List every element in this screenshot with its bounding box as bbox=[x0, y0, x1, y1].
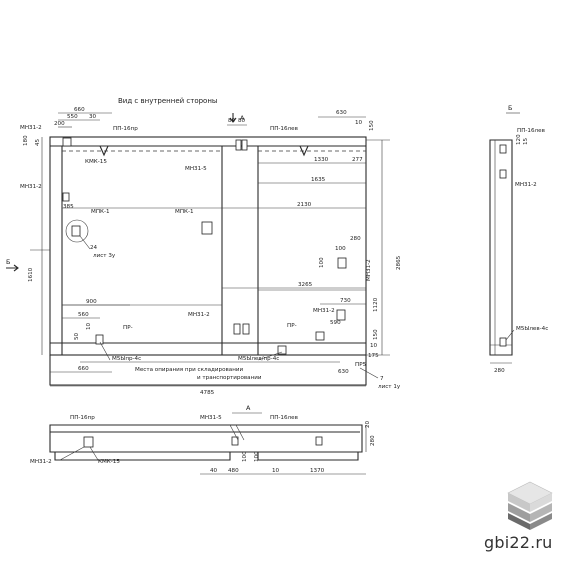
dim-80-b: 80 bbox=[238, 118, 246, 124]
section-label-pp16-right: ПП-16лев bbox=[270, 415, 298, 421]
support-note-line2: и транспортировании bbox=[197, 375, 262, 381]
label-mpk1-right: МПК-1 bbox=[175, 209, 194, 215]
dim-660-bottom: 660 bbox=[78, 366, 89, 372]
dim-1635: 1635 bbox=[311, 177, 326, 183]
dim-730: 730 bbox=[340, 298, 351, 304]
bottom-dimensions: 660 4785 Места опирания при складировани… bbox=[50, 366, 366, 396]
label-mn31-2-top: МН31-2 bbox=[20, 125, 42, 131]
section-label-mn31-2: МН31-2 bbox=[30, 459, 52, 465]
dim-10-left: 10 bbox=[86, 322, 92, 330]
dim-1330: 1330 bbox=[314, 157, 329, 163]
label-mn31-2-left: МН31-2 bbox=[20, 184, 42, 190]
dim-80-a: 80 bbox=[228, 118, 236, 124]
dim-10-top: 10 bbox=[355, 120, 363, 126]
label-m5ipr: М5Ыпр-4с bbox=[112, 356, 141, 362]
section-label-a-bottom: А bbox=[246, 404, 251, 412]
dim-280: 280 bbox=[350, 236, 361, 242]
ref7-num: 7 bbox=[380, 376, 384, 382]
section-label-b-right: Б bbox=[508, 104, 512, 112]
label-pr-left: ПР- bbox=[123, 325, 133, 331]
dim-660-top: 660 bbox=[74, 107, 85, 113]
dim-3265: 3265 bbox=[298, 282, 313, 288]
section-dim-40: 40 bbox=[210, 468, 218, 474]
label-pp16-left: ПП-16пр bbox=[113, 126, 138, 132]
watermark-logo-icon bbox=[507, 481, 553, 530]
section-dim-10: 10 bbox=[272, 468, 280, 474]
embedded-parts bbox=[62, 137, 347, 355]
section-dim-480: 480 bbox=[228, 468, 239, 474]
side-view: Б ПП-16лев 120 15 МН31-2 М5Ылев-4с 280 bbox=[489, 104, 548, 374]
section-dim-100-b: 100 bbox=[254, 451, 260, 462]
dim-30: 30 bbox=[89, 114, 97, 120]
label-mpk1-left: МПК-1 bbox=[91, 209, 110, 215]
section-label-b-left: Б bbox=[6, 258, 10, 266]
right-dimensions: 150 1330 277 1635 2130 280 100 100 3265 … bbox=[62, 120, 402, 375]
dim-277: 277 bbox=[352, 157, 363, 163]
part-labels: МН31-2 МН31-2 КМК-15 ПП-16пр ПП-16лев МН… bbox=[20, 125, 401, 390]
section-label-pp16-left: ПП-16пр bbox=[70, 415, 95, 421]
circle-ref-num: 24 bbox=[90, 245, 98, 251]
dim-1610: 1610 bbox=[28, 267, 34, 282]
dim-385: 385 bbox=[63, 204, 74, 210]
label-pr-right: ПР- bbox=[287, 323, 297, 329]
view-title: Вид с внутренней стороны bbox=[118, 97, 217, 105]
top-dimensions: 660 550 30 200 80 80 630 10 bbox=[54, 107, 366, 128]
support-note-line1: Места опирания при складировании bbox=[135, 367, 244, 373]
side-dim-120: 120 bbox=[516, 134, 522, 145]
section-label-kmk15: КМК-15 bbox=[98, 459, 120, 465]
dim-180: 180 bbox=[23, 135, 29, 146]
dim-100-a: 100 bbox=[335, 246, 346, 252]
label-mn31-2-low: МН31-2 bbox=[313, 308, 335, 314]
dim-2865: 2865 bbox=[396, 255, 402, 270]
dim-590: 590 bbox=[330, 320, 341, 326]
section-dim-1370: 1370 bbox=[310, 468, 325, 474]
dim-100-b: 100 bbox=[319, 257, 325, 268]
dim-1120: 1120 bbox=[373, 297, 379, 312]
dim-4785: 4785 bbox=[200, 390, 215, 396]
section-label-mn31-5: МН31-5 bbox=[200, 415, 222, 421]
dim-900: 900 bbox=[86, 299, 97, 305]
section-arrow-a bbox=[229, 113, 237, 123]
dim-175: 175 bbox=[368, 353, 379, 359]
dim-630-bottom: 630 bbox=[338, 369, 349, 375]
label-mn31-2-mid: МН31-2 bbox=[188, 312, 210, 318]
label-pp15: ПР5 bbox=[355, 362, 367, 368]
label-mn31-2-right: МН31-2 bbox=[366, 259, 372, 281]
dim-630-top: 630 bbox=[336, 110, 347, 116]
label-m5ilev: М5Ылев/пр-4с bbox=[238, 356, 279, 362]
dim-560: 560 bbox=[78, 312, 89, 318]
label-kmk15: КМК-15 bbox=[85, 159, 107, 165]
ref7-sheet: лист 1у bbox=[378, 384, 401, 390]
section-arrow-b-left bbox=[6, 264, 19, 272]
dim-200: 200 bbox=[54, 121, 65, 127]
side-part-bottom: М5Ылев-4с bbox=[516, 326, 548, 332]
main-panel bbox=[30, 136, 367, 386]
dim-45: 45 bbox=[35, 138, 41, 146]
dim-150-right: 150 bbox=[369, 120, 375, 131]
watermark-text: gbi22.ru bbox=[484, 533, 553, 552]
side-bottom-dim: 280 bbox=[494, 368, 505, 374]
side-part-mn: МН31-2 bbox=[515, 182, 537, 188]
section-label-a-top: А bbox=[240, 114, 245, 122]
left-dimensions: 180 45 1610 900 560 50 10 Б bbox=[6, 135, 130, 355]
dim-2130: 2130 bbox=[297, 202, 312, 208]
section-view: А ПП-16пр МН31-5 ПП-16лев МН31-2 КМК-15 … bbox=[30, 404, 376, 475]
circle-ref-sheet: лист 3у bbox=[93, 253, 116, 259]
dim-50: 50 bbox=[74, 332, 80, 340]
dim-550: 550 bbox=[67, 114, 78, 120]
side-dim-15: 15 bbox=[523, 137, 529, 145]
section-dim-100-a: 100 bbox=[242, 451, 248, 462]
side-top-part: ПП-16лев bbox=[517, 128, 545, 134]
dim-10-right: 10 bbox=[370, 343, 378, 349]
section-dim-280: 280 bbox=[370, 435, 376, 446]
section-dim-20: 20 bbox=[365, 420, 371, 428]
label-pp16-right: ПП-16лев bbox=[270, 126, 298, 132]
label-mn31-5: МН31-5 bbox=[185, 166, 207, 172]
dim-150-low: 150 bbox=[373, 329, 379, 340]
